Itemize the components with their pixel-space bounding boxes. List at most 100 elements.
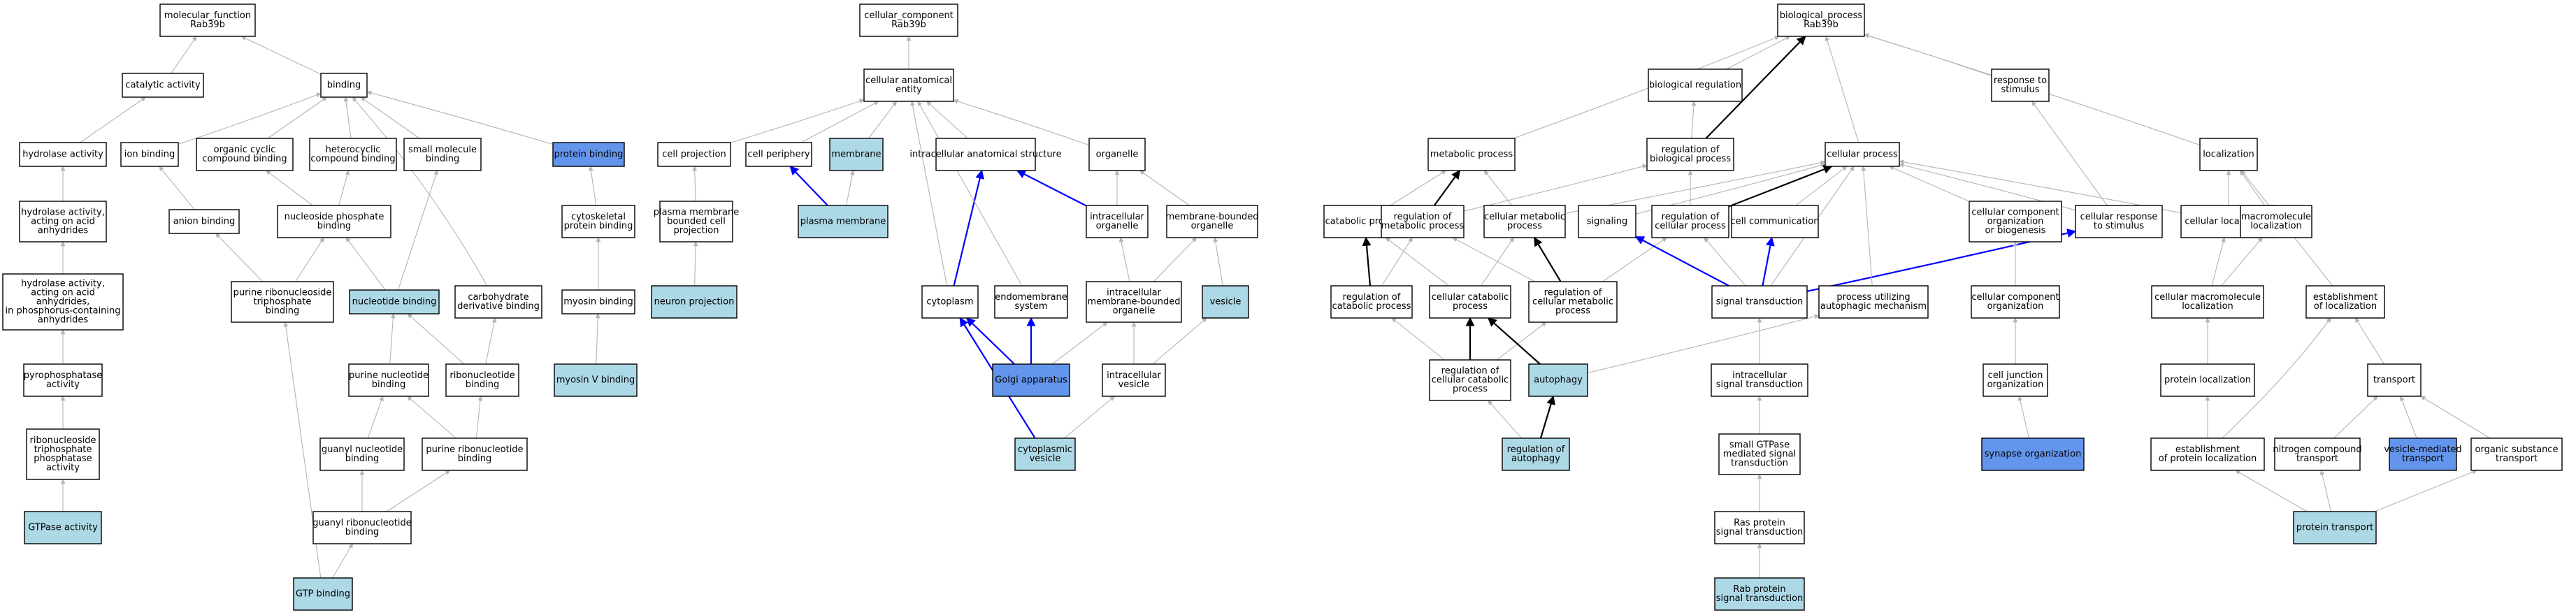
edge-prottrans-to-estprot (2235, 470, 2308, 512)
go-term-box (1969, 201, 2062, 243)
go-term-label: cellular anatomical (865, 75, 952, 86)
edge-cellresp-to-resp (2031, 101, 2108, 206)
edge-regcat-to-regmet (1381, 237, 1413, 287)
edge-estprot-to-estloc (2222, 317, 2331, 439)
edge-membrane-to-cae (868, 101, 898, 139)
edge-layer (60, 33, 2491, 579)
go-term-box (196, 138, 294, 171)
go-term-box (1646, 138, 1734, 171)
go-term-node-protbind: protein binding (552, 142, 625, 167)
go-term-label: cellular macromolecule (2154, 292, 2261, 303)
go-term-label: acting on acid (31, 217, 95, 227)
edge-mbo-to-organelle (1139, 170, 1190, 206)
go-term-label: activity (46, 463, 80, 473)
edge-organelle-to-cae (953, 99, 1090, 146)
go-term-box (1731, 205, 1819, 238)
go-term-label: metabolic process (1430, 150, 1513, 160)
go-term-label: cellular catabolic (1432, 375, 1509, 386)
go-term-label: signal transduction (1716, 297, 1804, 308)
go-term-label: anhydrides, (36, 297, 90, 308)
go-term-node-ionbinding: ion binding (120, 142, 179, 167)
go-term-label: nitrogen compound (2273, 444, 2361, 455)
go-term-label: projection (674, 226, 719, 236)
edge-cellperiph-to-cae (800, 101, 879, 143)
go-term-label: in phosphorus-containing (5, 306, 120, 317)
go-term-label: biological process (1650, 154, 1731, 164)
edge-binding-to-mf (240, 36, 322, 75)
go-term-label: triphosphate (254, 297, 312, 308)
go-term-node-ias: intracellular anatomical structure (909, 138, 1062, 171)
go-term-box (19, 142, 107, 167)
edge-regcat-to-catab (1362, 236, 1372, 287)
edge-endo-to-cae (917, 101, 1023, 287)
edge-vesicle-to-mbo (1213, 237, 1223, 287)
go-term-box (1983, 363, 2048, 397)
edge-synapse-to-celljunc (2017, 396, 2030, 439)
edge-pm-to-membrane (846, 170, 855, 206)
go-term-box (1330, 285, 1413, 319)
go-term-box (552, 142, 625, 167)
go-term-label: binding (317, 221, 351, 231)
edge-golgi-to-imbo (1051, 321, 1108, 365)
edge-sigtrans-to-regcell (1704, 237, 1746, 287)
go-term-label: small molecule (408, 145, 477, 155)
go-term-node-binding: binding (320, 73, 368, 98)
go-term-label: binding (426, 154, 459, 164)
go-term-box (2389, 437, 2457, 471)
go-term-label: regulation of (1394, 212, 1452, 222)
go-term-box (798, 205, 888, 238)
go-term-label: organelle (1191, 221, 1234, 231)
edge-purribo-to-ribonuc (475, 396, 483, 439)
go-term-label: process (1453, 384, 1488, 395)
go-term-label: cell projection (662, 150, 726, 160)
go-term-label: regulation of (1441, 366, 1499, 377)
go-term-label: compound binding (310, 154, 395, 164)
go-term-label: regulation of (1343, 292, 1401, 303)
go-term-label: membrane (831, 150, 881, 160)
edge-prottrans-to-nitro (2319, 470, 2332, 512)
go-term-box (19, 201, 107, 243)
go-term-label: entity (895, 85, 922, 95)
go-term-node-prottrans: protein transport (2293, 511, 2377, 544)
edge-cellproc-to-bp (1825, 36, 1859, 143)
go-term-label: hydrolase activity, (21, 279, 105, 289)
edge-sigtrans-to-signaling (1634, 236, 1729, 287)
edge-regcell-to-cellproc (1728, 165, 1833, 208)
edge-myosinv-to-myosin (595, 313, 600, 365)
go-term-label: plasma membrane (800, 217, 886, 227)
go-term-label: binding (372, 379, 405, 390)
go-term-label: membrane-bounded (1165, 212, 1258, 222)
go-term-box (422, 437, 528, 471)
go-term-label: stimulus (2001, 85, 2039, 95)
edge-autophagy-to-cellcat (1487, 317, 1541, 365)
go-term-label: signal transduction (1716, 527, 1804, 537)
go-term-label: vesicle-mediated (2384, 444, 2461, 455)
go-term-box (1714, 511, 1805, 544)
go-term-box (1086, 205, 1149, 238)
go-term-label: cytoplasmic (1018, 444, 1072, 455)
go-term-box (2367, 363, 2422, 397)
go-term-box (23, 363, 103, 397)
go-term-label: or biogenesis (1985, 226, 2046, 236)
go-term-label: binding (345, 527, 379, 537)
go-term-label: cellular component (1971, 292, 2059, 303)
go-term-label: transport (2373, 375, 2415, 386)
go-term-box (319, 437, 405, 471)
go-term-box (1991, 68, 2050, 102)
go-term-box (1528, 363, 1588, 397)
go-term-label: nucleotide binding (352, 297, 437, 308)
go-term-label: intracellular (1107, 288, 1161, 298)
go-term-label: transduction (1731, 458, 1788, 469)
go-term-box (1429, 285, 1511, 319)
